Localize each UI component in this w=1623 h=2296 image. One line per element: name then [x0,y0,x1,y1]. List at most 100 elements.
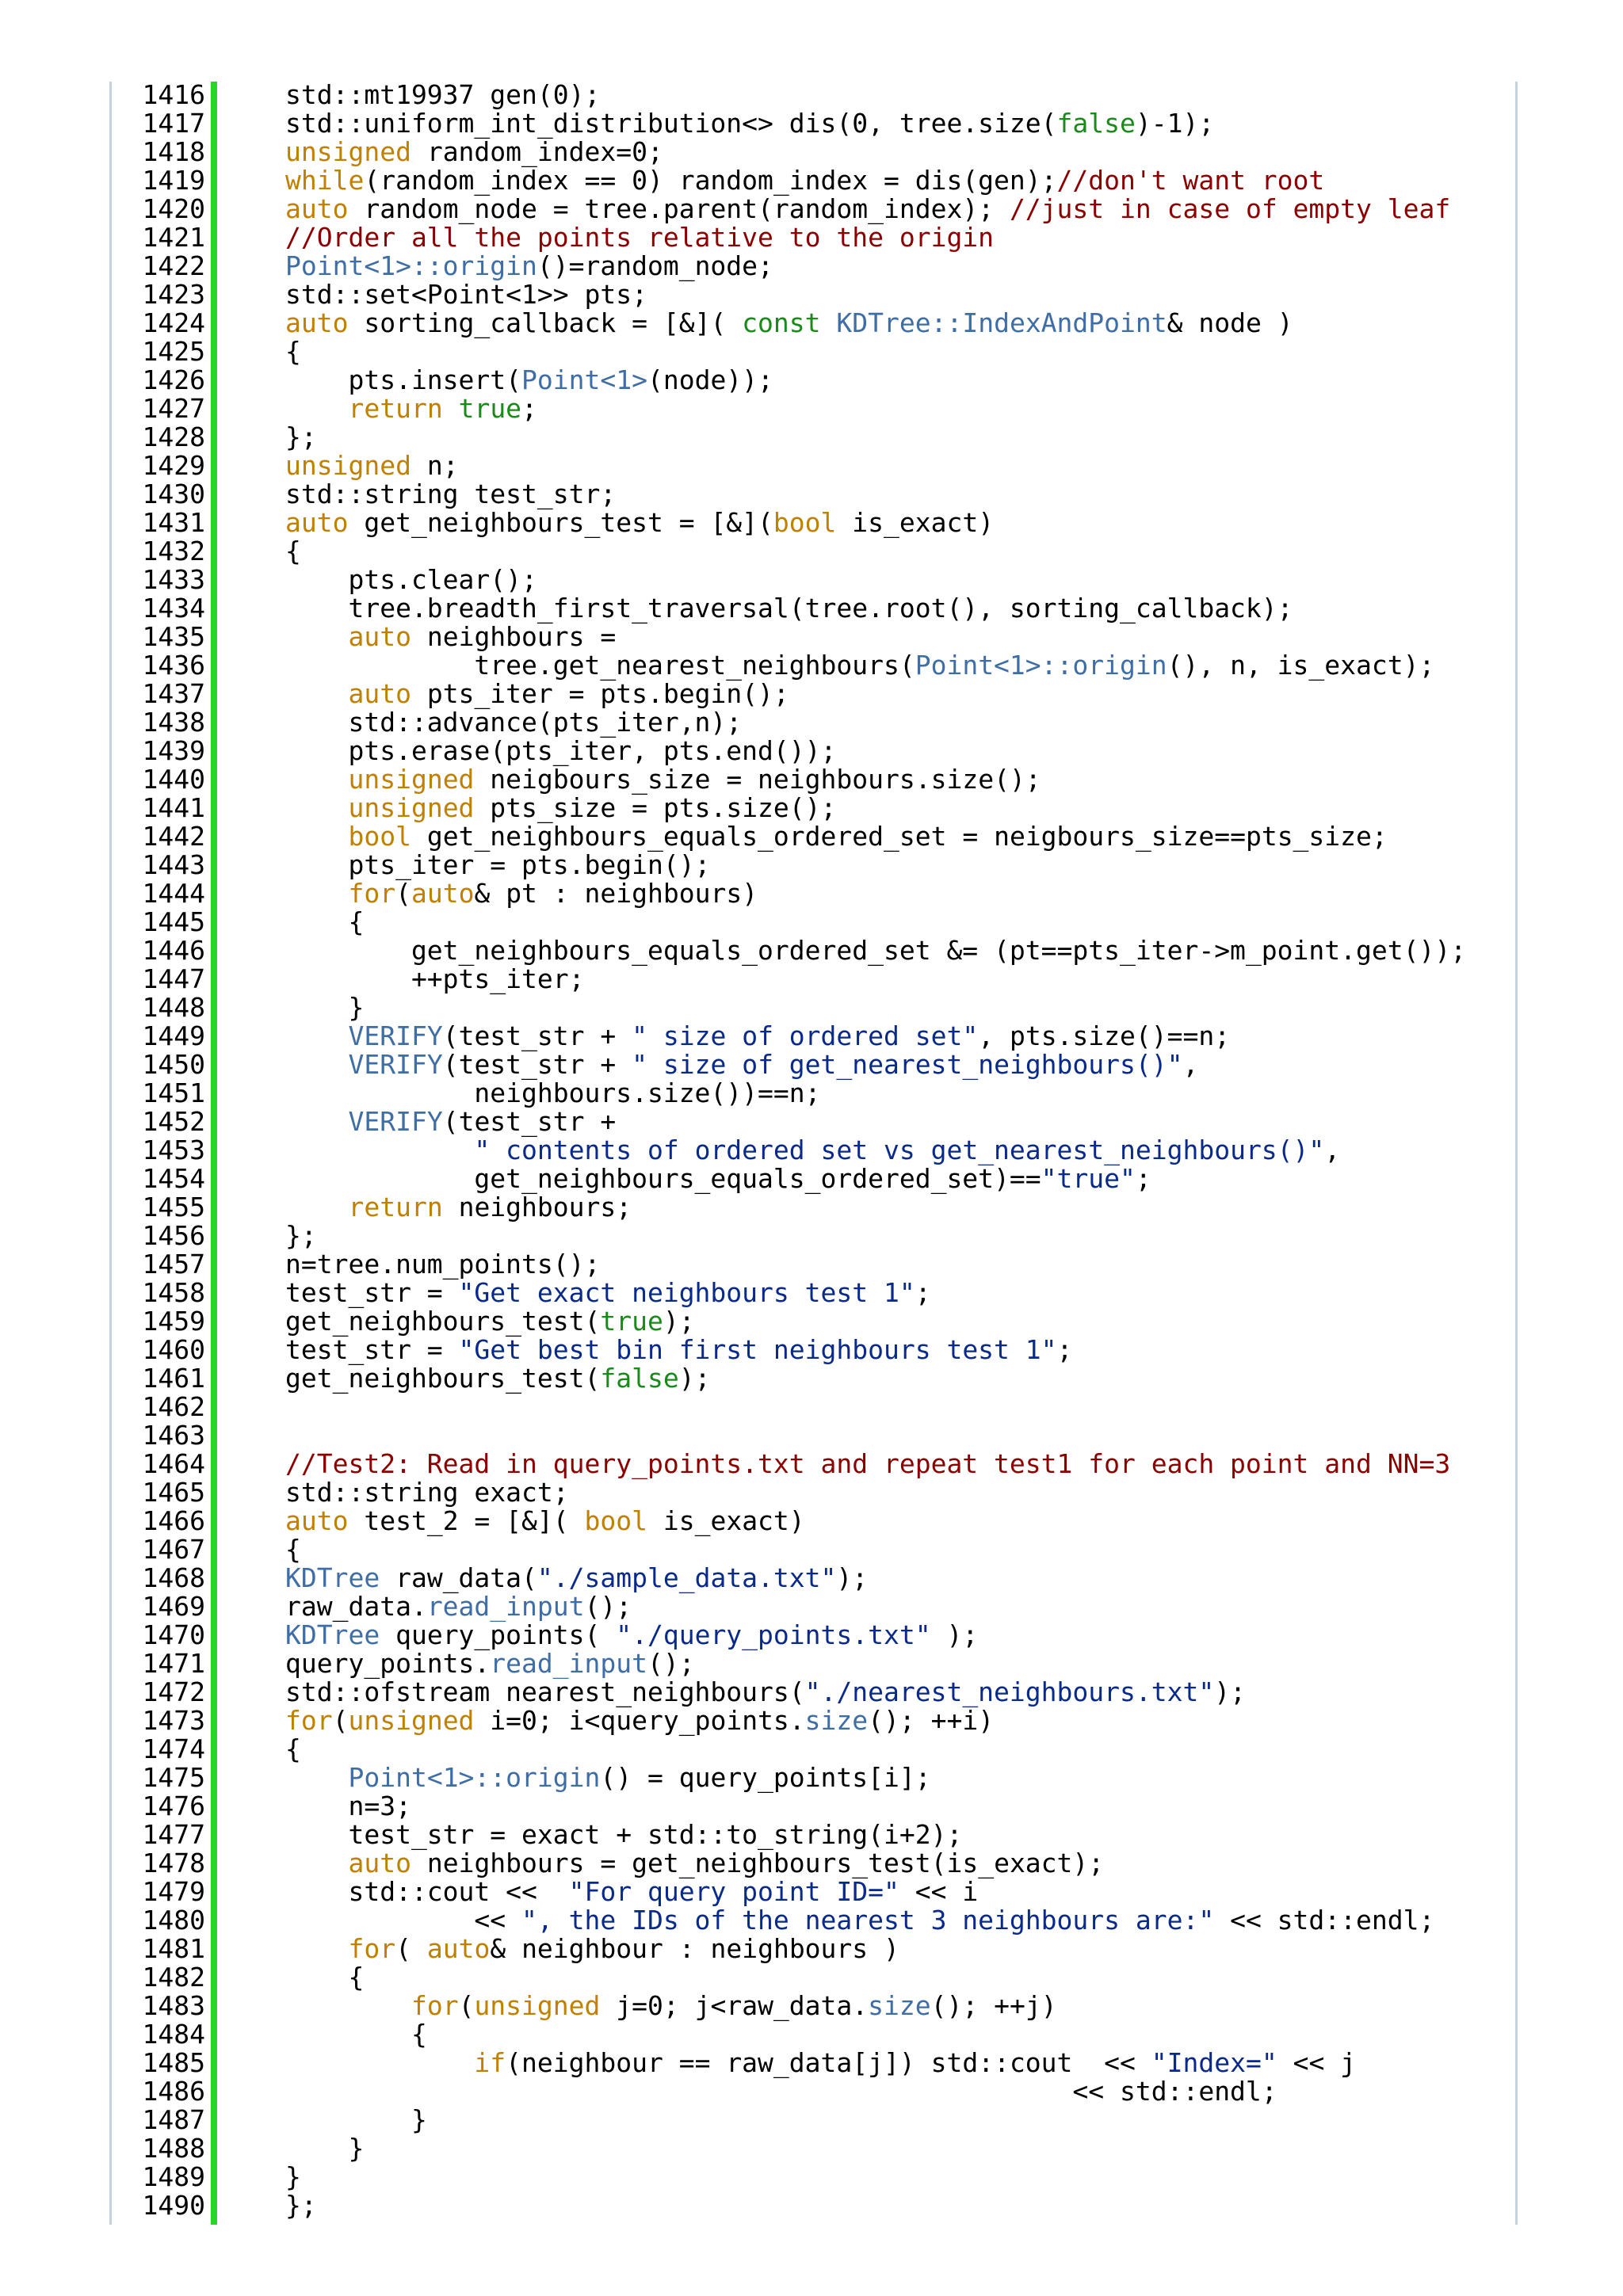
code-token: std::mt19937 gen(0); [285,79,601,110]
code-token: size [868,1990,931,2021]
code-token [285,878,348,909]
line-number: 1450 [142,1049,205,1080]
code-token: std::string exact; [285,1477,569,1508]
code-token: unsigned [474,1990,601,2021]
code-line: 1489} [115,2163,1510,2191]
code-text: for(unsigned i=0; i<query_points.size();… [205,1707,994,1735]
line-number: 1441 [142,792,205,823]
code-token: { [285,906,365,937]
code-text: pts_iter = pts.begin(); [205,851,710,879]
code-token [285,1848,348,1878]
line-number: 1416 [142,79,205,110]
code-token [285,821,348,852]
line-number: 1427 [142,393,205,424]
code-line: 1441 unsigned pts_size = pts.size(); [115,794,1510,822]
code-text: if(neighbour == raw_data[j]) std::cout <… [205,2049,1356,2077]
code-text: for(unsigned j=0; j<raw_data.size(); ++j… [205,1992,1057,2020]
code-token: //Test2: Read in query_points.txt and re… [285,1448,1451,1479]
code-token: true [600,1306,663,1337]
code-text: std::string exact; [205,1478,569,1507]
code-token: Point<1>::origin [348,1762,601,1793]
line-number: 1459 [142,1306,205,1337]
line-number: 1485 [142,2047,205,2078]
code-token: i=0; i<query_points. [474,1705,805,1736]
code-line: 1478 auto neighbours = get_neighbours_te… [115,1849,1510,1878]
code-text: std::set<Point<1>> pts; [205,280,647,309]
code-line: 1477 test_str = exact + std::to_string(i… [115,1821,1510,1849]
code-token: get_neighbours_test( [285,1363,601,1394]
code-token: auto [285,193,349,224]
code-token: bool [348,821,411,852]
code-token: n=tree.num_points(); [285,1249,601,1280]
code-line: 1447 ++pts_iter; [115,965,1510,994]
line-number: 1424 [142,307,205,338]
code-token: & neighbour : neighbours ) [490,1933,899,1964]
code-text: auto neighbours = [205,623,616,651]
code-token: pts_size = pts.size(); [474,792,837,823]
code-line: 1479 std::cout << "For query point ID=" … [115,1878,1510,1906]
line-number: 1421 [142,222,205,253]
code-line: 1464//Test2: Read in query_points.txt an… [115,1450,1510,1478]
code-text: neighbours.size())==n; [205,1079,820,1108]
line-number: 1469 [142,1591,205,1622]
line-number: 1444 [142,878,205,909]
code-token: << j [1277,2047,1357,2078]
code-text: std::ofstream nearest_neighbours("./near… [205,1678,1246,1707]
code-token: }; [285,1220,317,1251]
code-text: unsigned random_index=0; [205,138,663,166]
code-text: //Test2: Read in query_points.txt and re… [205,1450,1450,1478]
code-line: 1445 { [115,908,1510,936]
code-text: } [205,2134,364,2163]
code-text [205,1393,285,1421]
code-token: if [474,2047,506,2078]
code-text: n=tree.num_points(); [205,1250,600,1279]
line-number: 1419 [142,165,205,196]
code-token: { [285,1733,301,1764]
code-token: ); [930,1619,979,1650]
code-token: //don't want root [1056,165,1325,196]
code-token: (random_index == 0) random_index = dis(g… [364,165,1057,196]
code-text: { [205,908,364,936]
code-token: read_input [490,1648,647,1679]
line-number: 1484 [142,2019,205,2050]
code-token: , [1182,1049,1199,1080]
code-line: 1488 } [115,2134,1510,2163]
line-number: 1428 [142,421,205,452]
line-number: 1476 [142,1791,205,1821]
line-number: 1425 [142,336,205,367]
code-token: raw_data. [285,1591,427,1622]
code-token: ; [915,1277,931,1308]
code-text: n=3; [205,1792,411,1821]
code-token: { [285,336,301,367]
code-text: for(auto& pt : neighbours) [205,879,758,908]
code-text: }; [205,423,317,452]
code-token [285,1192,348,1222]
code-text: }; [205,1222,317,1250]
line-number: 1458 [142,1277,205,1308]
code-token: ); [1214,1676,1246,1707]
code-token [285,1106,348,1137]
code-token: () = query_points[i]; [600,1762,931,1793]
code-text: pts.erase(pts_iter, pts.end()); [205,737,836,765]
code-line: 1450 VERIFY(test_str + " size of get_nea… [115,1051,1510,1079]
code-token: ( [395,1933,427,1964]
code-token: get_neighbours_equals_ordered_set &= (pt… [285,935,1467,966]
code-line: 1446 get_neighbours_equals_ordered_set &… [115,936,1510,965]
code-token: auto [348,621,411,652]
code-token: auto [411,878,475,909]
code-token: , pts.size()==n; [978,1020,1231,1051]
code-token: unsigned [348,1705,475,1736]
code-token: neighbours = get_neighbours_test(is_exac… [411,1848,1105,1878]
line-number: 1447 [142,963,205,994]
code-token: "./sample_data.txt" [537,1562,837,1593]
line-number: 1435 [142,621,205,652]
code-token: std::string test_str; [285,479,617,509]
line-number: 1418 [142,136,205,167]
code-line: 1455 return neighbours; [115,1193,1510,1222]
code-text: { [205,1535,301,1564]
line-number: 1457 [142,1249,205,1280]
code-text: get_neighbours_test(false); [205,1364,710,1393]
